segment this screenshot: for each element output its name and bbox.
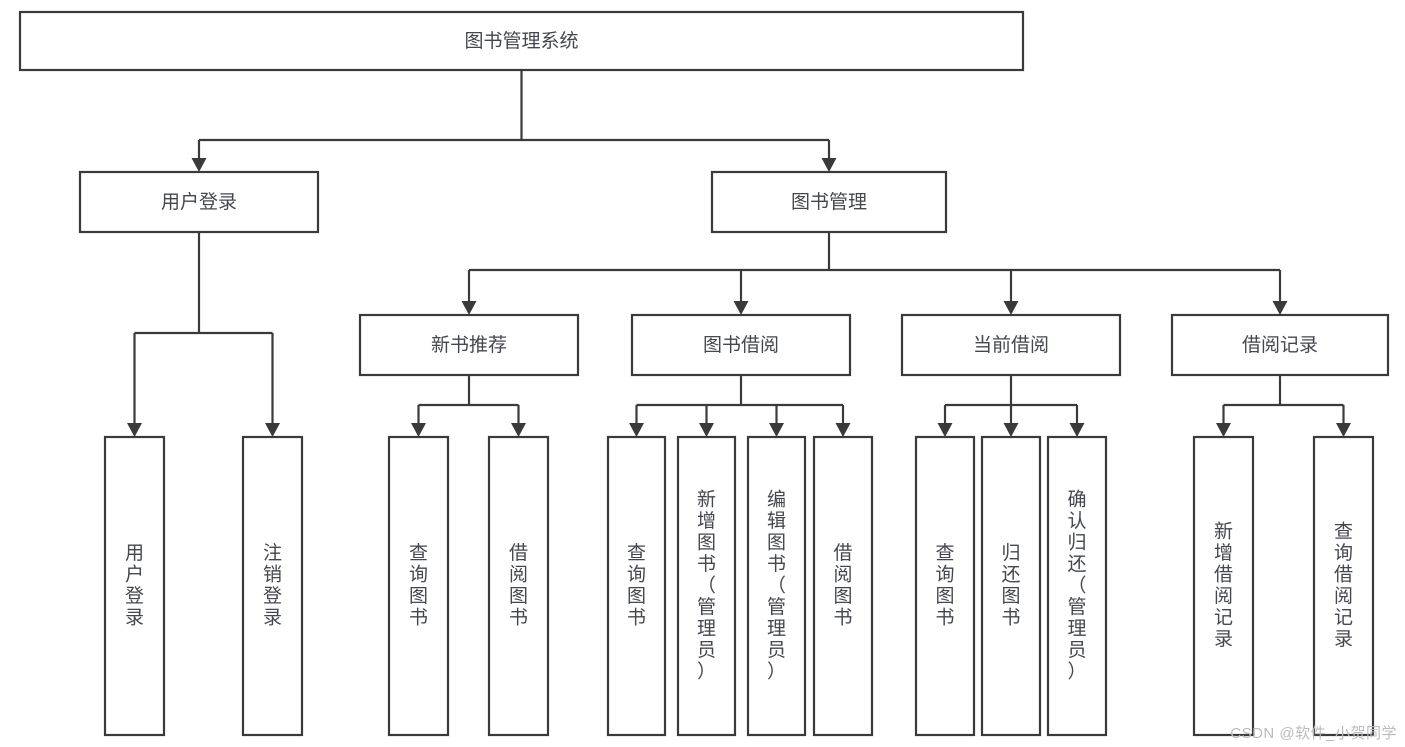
node-leaf-add-book-admin[interactable]: 新增图书（管理员）: [676, 435, 737, 737]
node-leaf-query-book-rec-label: 查询图书: [409, 542, 428, 629]
node-new-book-recommend-box[interactable]: [358, 313, 580, 377]
node-borrow-record-box[interactable]: [1170, 313, 1390, 377]
new-book-recommend-branch-1-arrowhead: [511, 423, 526, 437]
node-leaf-logout[interactable]: 注销登录: [241, 435, 304, 737]
book-borrow-branch-1-arrowhead: [699, 423, 714, 437]
node-leaf-query-book-borrow-box[interactable]: [606, 435, 667, 737]
node-borrow-record-label: 借阅记录: [1242, 334, 1318, 356]
current-borrow-branch-0-arrowhead: [937, 423, 953, 437]
node-book-manage-box[interactable]: [710, 170, 948, 234]
node-leaf-edit-book-admin-label: 编辑图书（管理员）: [767, 488, 786, 682]
node-leaf-query-book-current-box[interactable]: [914, 435, 976, 737]
node-book-manage[interactable]: 图书管理: [710, 170, 948, 234]
node-current-borrow-box[interactable]: [900, 313, 1122, 377]
node-leaf-return-book[interactable]: 归还图书: [980, 435, 1042, 737]
node-leaf-logout-box[interactable]: [241, 435, 304, 737]
node-leaf-query-record-box[interactable]: [1312, 435, 1375, 737]
node-leaf-borrow-book-rec[interactable]: 借阅图书: [487, 435, 550, 737]
user-login-branch-0-arrowhead: [127, 423, 142, 437]
node-leaf-logout-label: 注销登录: [263, 542, 282, 629]
node-book-manage-label: 图书管理: [791, 191, 867, 213]
node-root-root[interactable]: 图书管理系统: [18, 10, 1025, 72]
node-leaf-user-login[interactable]: 用户登录: [103, 435, 166, 737]
node-leaf-query-book-rec[interactable]: 查询图书: [387, 435, 450, 737]
node-leaf-add-record[interactable]: 新增借阅记录: [1192, 435, 1255, 737]
user-login-branch-1-arrowhead: [265, 423, 280, 437]
node-leaf-borrow-book-label: 借阅图书: [833, 542, 852, 629]
book-manage-branch-3-arrowhead: [1272, 301, 1288, 315]
node-leaf-borrow-book-rec-label: 借阅图书: [509, 542, 528, 629]
borrow-record-branch-0-arrowhead: [1216, 423, 1231, 437]
node-leaf-query-book-rec-box[interactable]: [387, 435, 450, 737]
node-book-borrow-label: 图书借阅: [703, 334, 779, 356]
node-current-borrow-label: 当前借阅: [973, 334, 1049, 356]
node-user-login-label: 用户登录: [161, 191, 237, 213]
node-leaf-query-book-borrow[interactable]: 查询图书: [606, 435, 667, 737]
book-manage-branch-1-arrowhead: [733, 301, 749, 315]
node-leaf-query-book-current-label: 查询图书: [935, 542, 954, 629]
node-leaf-confirm-return-admin-box[interactable]: [1046, 435, 1108, 737]
node-leaf-edit-book-admin[interactable]: 编辑图书（管理员）: [746, 435, 807, 737]
node-leaf-add-record-label: 新增借阅记录: [1214, 521, 1233, 651]
node-leaf-query-book-current[interactable]: 查询图书: [914, 435, 976, 737]
current-borrow-branch-2-arrowhead: [1069, 423, 1085, 437]
node-book-borrow-box[interactable]: [630, 313, 852, 377]
book-manage-branch-0-arrowhead: [461, 301, 477, 315]
node-leaf-query-book-borrow-label: 查询图书: [627, 542, 646, 629]
node-root-root-box[interactable]: [18, 10, 1025, 72]
node-leaf-user-login-box[interactable]: [103, 435, 166, 737]
node-leaf-add-book-admin-label: 新增图书（管理员）: [697, 488, 716, 682]
node-book-borrow[interactable]: 图书借阅: [630, 313, 852, 377]
borrow-record-branch-1-arrowhead: [1336, 423, 1351, 437]
node-leaf-query-record[interactable]: 查询借阅记录: [1312, 435, 1375, 737]
node-leaf-confirm-return-admin-label: 确认归还（管理员）: [1067, 488, 1086, 682]
new-book-recommend-branch-0-arrowhead: [411, 423, 426, 437]
csdn-watermark: CSDN @软件_小贺同学: [1230, 725, 1397, 742]
node-leaf-borrow-book-rec-box[interactable]: [487, 435, 550, 737]
node-new-book-recommend[interactable]: 新书推荐: [358, 313, 580, 377]
book-borrow-branch-3-arrowhead: [835, 423, 851, 437]
book-borrow-branch-2-arrowhead: [769, 423, 784, 437]
current-borrow-branch-1-arrowhead: [1003, 423, 1019, 437]
node-leaf-confirm-return-admin[interactable]: 确认归还（管理员）: [1046, 435, 1108, 737]
book-borrow-branch-0-arrowhead: [629, 423, 644, 437]
node-leaf-return-book-box[interactable]: [980, 435, 1042, 737]
node-leaf-edit-book-admin-box[interactable]: [746, 435, 807, 737]
connector-layer: [127, 70, 1351, 437]
node-leaf-return-book-label: 归还图书: [1001, 542, 1020, 629]
node-leaf-add-book-admin-box[interactable]: [676, 435, 737, 737]
node-leaf-user-login-label: 用户登录: [125, 543, 144, 629]
node-user-login[interactable]: 用户登录: [78, 170, 320, 234]
node-current-borrow[interactable]: 当前借阅: [900, 313, 1122, 377]
node-user-login-box[interactable]: [78, 170, 320, 234]
root-branch-0-arrowhead: [191, 158, 207, 172]
node-leaf-add-record-box[interactable]: [1192, 435, 1255, 737]
node-leaf-query-record-label: 查询借阅记录: [1334, 521, 1353, 651]
node-leaf-borrow-book-box[interactable]: [812, 435, 874, 737]
node-leaf-borrow-book[interactable]: 借阅图书: [812, 435, 874, 737]
node-borrow-record[interactable]: 借阅记录: [1170, 313, 1390, 377]
node-layer: 图书管理系统用户登录图书管理新书推荐图书借阅当前借阅借阅记录用户登录注销登录查询…: [18, 10, 1390, 737]
book-manage-branch-2-arrowhead: [1003, 301, 1019, 315]
node-new-book-recommend-label: 新书推荐: [431, 334, 507, 356]
root-branch-1-arrowhead: [821, 158, 837, 172]
node-root-root-label: 图书管理系统: [464, 30, 578, 52]
